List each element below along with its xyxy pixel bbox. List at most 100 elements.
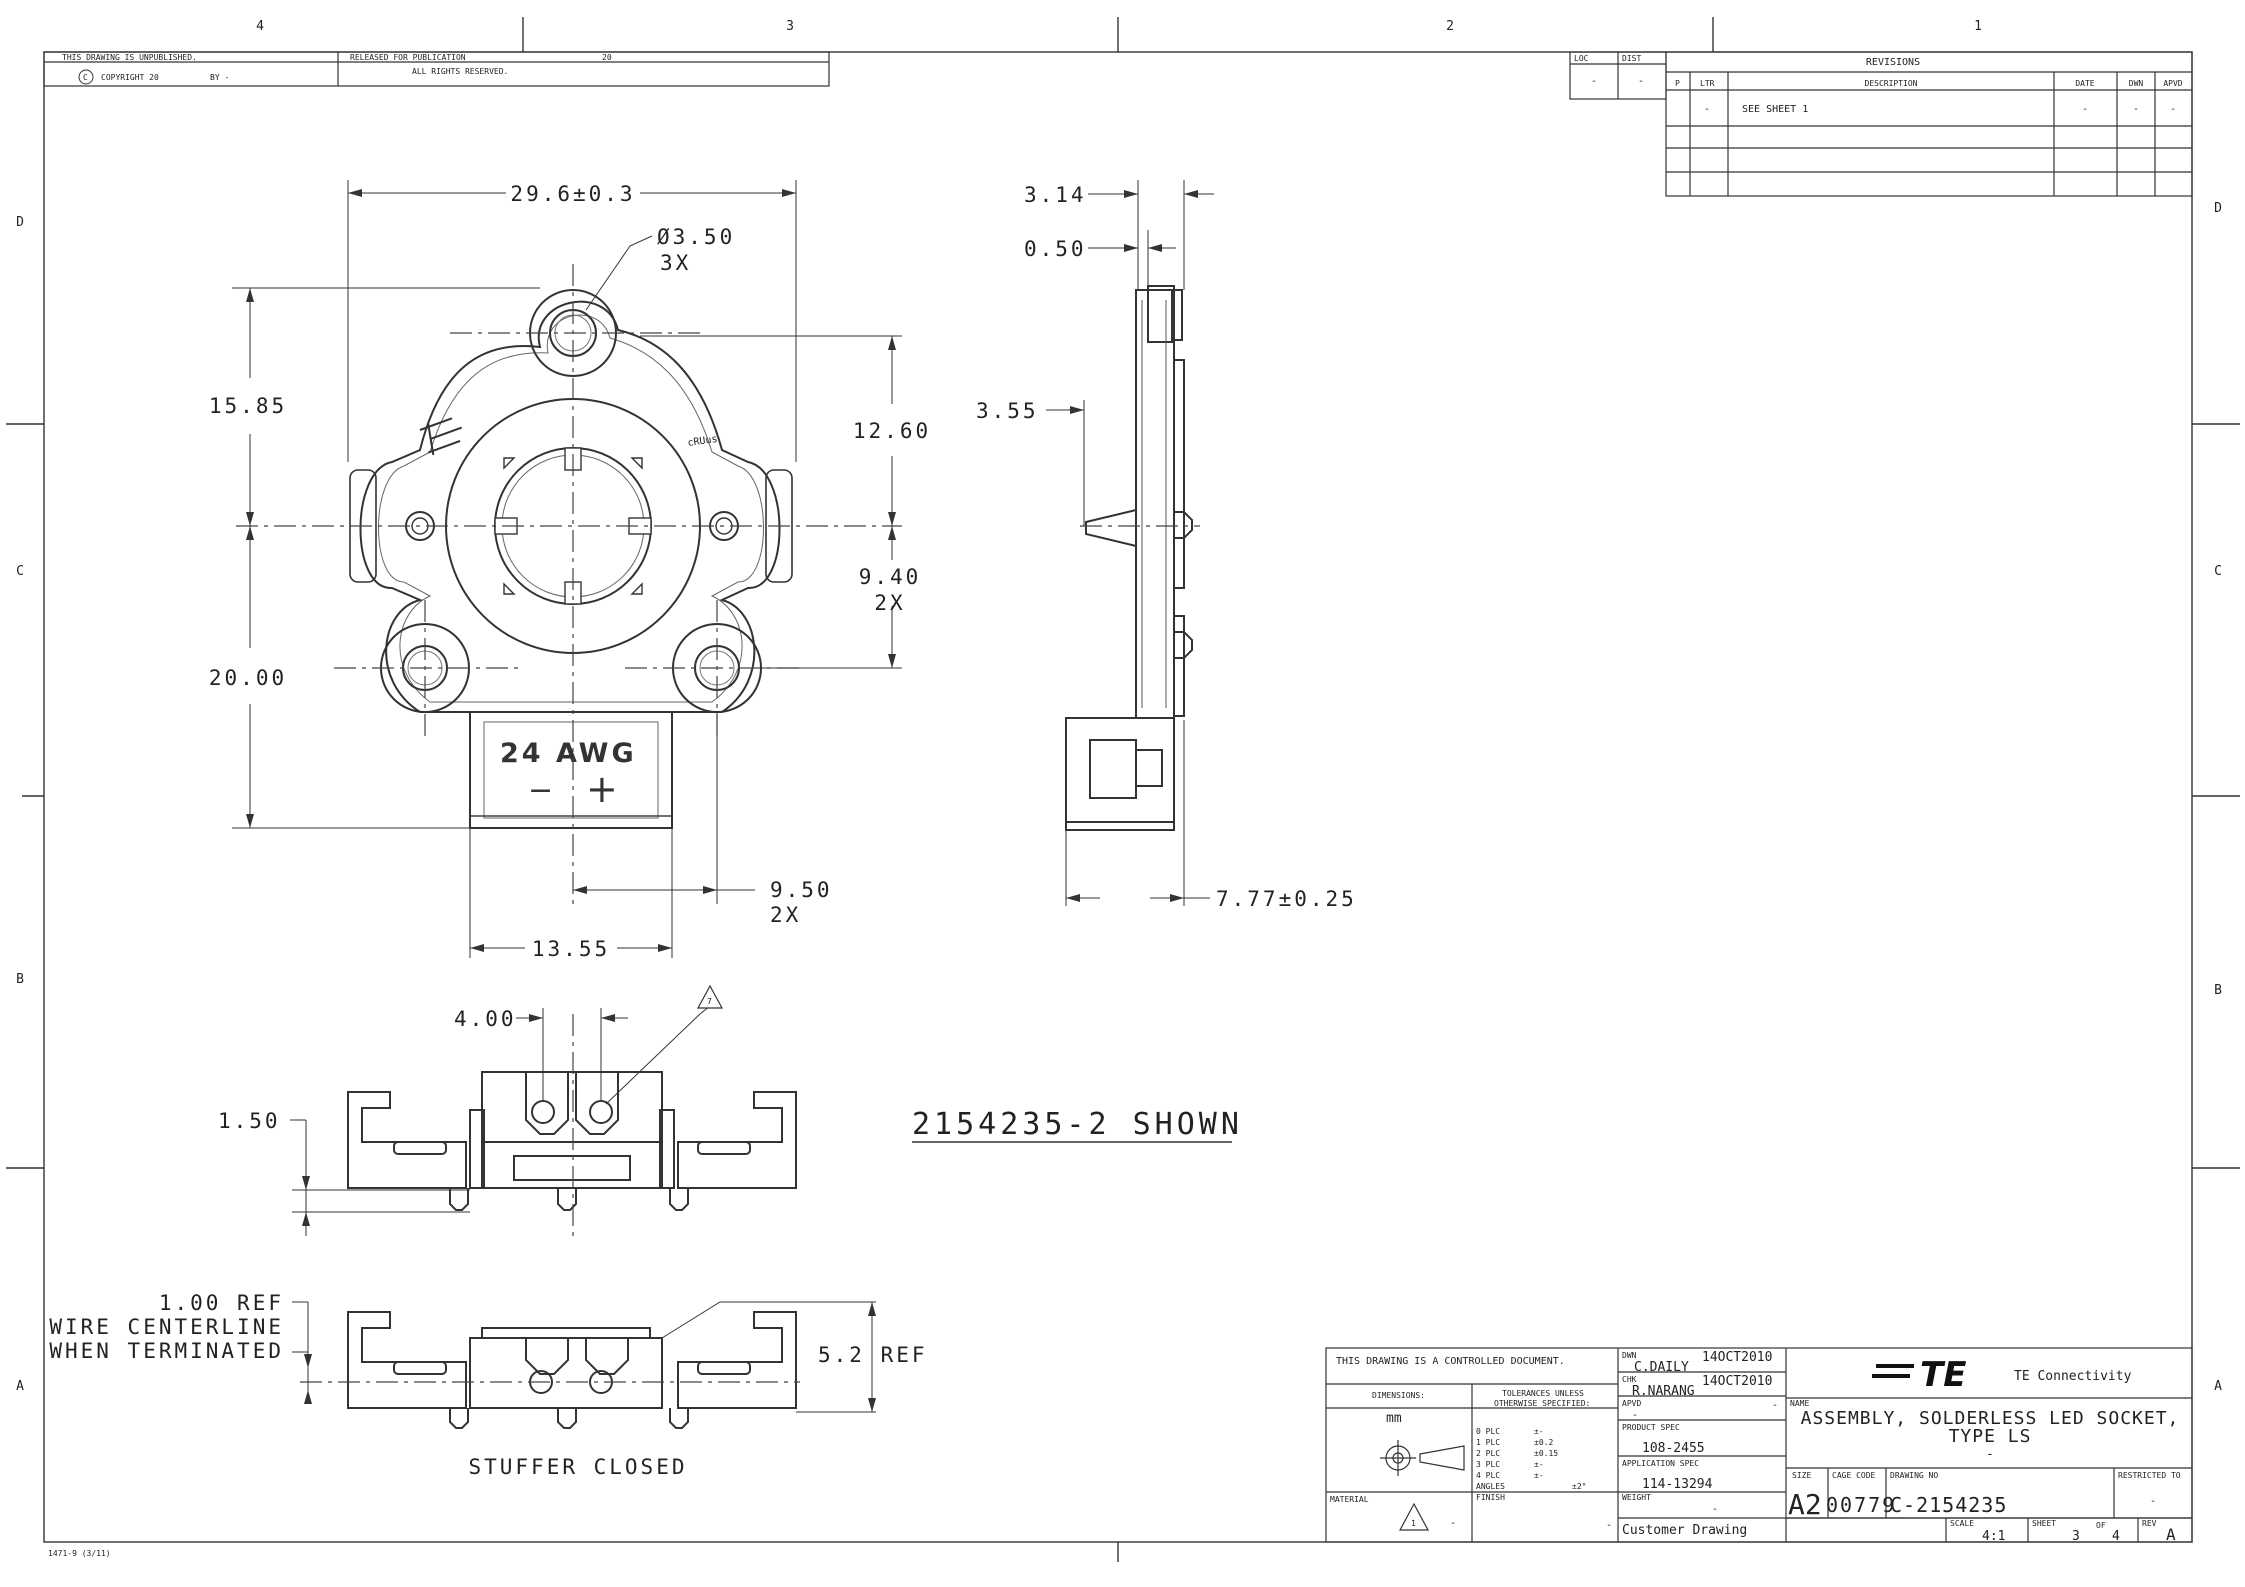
drawing-no-label: DRAWING NO: [1890, 1471, 1938, 1480]
rev-col-ltr: LTR: [1700, 79, 1715, 88]
rev-col-dwn: DWN: [2129, 79, 2144, 88]
part-name-line-3: -: [1986, 1447, 1994, 1462]
rev-value: A: [2166, 1525, 2178, 1544]
name-label: NAME: [1790, 1399, 1809, 1408]
dim-width-9-50-count: 2X: [770, 903, 801, 927]
dim-height-9-40: 9.40: [859, 565, 922, 589]
dim-height-15-85: 15.85: [209, 394, 287, 418]
te-company-logo: TE: [1920, 1355, 1966, 1395]
revisions-title: REVISIONS: [1866, 57, 1920, 68]
form-number: 1471-9 (3/11): [48, 1549, 111, 1558]
sheet-total: 4: [2112, 1529, 2120, 1544]
tolerance-title-1: TOLERANCES UNLESS: [1502, 1389, 1584, 1398]
size-label: SIZE: [1792, 1471, 1811, 1480]
socket-body-outline: [359, 300, 781, 721]
rev-row-desc: SEE SHEET 1: [1742, 104, 1808, 115]
material-value: -: [1450, 1518, 1456, 1529]
tol-0-val: ±-: [1534, 1427, 1544, 1436]
dim-width-13-55: 13.55: [532, 937, 610, 961]
rights-note: ALL RIGHTS RESERVED.: [412, 67, 508, 76]
stuffer-closed-caption: STUFFER CLOSED: [468, 1455, 687, 1479]
polarity-minus-label: −: [528, 773, 553, 808]
customer-drawing-note: Customer Drawing: [1622, 1523, 1747, 1538]
dim-hole-count: 3X: [660, 251, 691, 275]
zone-col-2: 2: [1446, 19, 1454, 34]
scale-value: 4:1: [1982, 1529, 2005, 1544]
wire-centerline-note-1: WIRE CENTERLINE: [49, 1315, 284, 1339]
zone-row-a-right: A: [2214, 1379, 2222, 1394]
third-angle-projection-symbol: [1380, 1440, 1465, 1476]
finish-value: -: [1606, 1520, 1612, 1531]
chk-name: R.NARANG: [1632, 1384, 1695, 1399]
rev-row-dwn: -: [2133, 104, 2139, 115]
dim-height-12-60: 12.60: [853, 419, 931, 443]
material-label: MATERIAL: [1330, 1495, 1369, 1504]
zone-row-a-left: A: [16, 1379, 24, 1394]
part-name-line-2: TYPE LS: [1949, 1426, 2032, 1447]
side-view: 3.14 0.50 3.55 7.77±0.25: [976, 180, 1357, 911]
polarity-plus-label: +: [586, 767, 618, 811]
weight-label: WEIGHT: [1622, 1493, 1651, 1502]
zone-row-c-right: C: [2214, 564, 2222, 579]
tol-3-plc: 3 PLC: [1476, 1460, 1500, 1469]
scale-label: SCALE: [1950, 1519, 1974, 1528]
rev-col-apvd: APVD: [2163, 79, 2182, 88]
tolerance-title-2: OTHERWISE SPECIFIED:: [1494, 1399, 1590, 1408]
zone-row-d-right: D: [2214, 201, 2222, 216]
te-logo-mark: [419, 417, 463, 456]
zone-row-b-right: B: [2214, 983, 2222, 998]
tol-4-val: ±-: [1534, 1471, 1544, 1480]
dim-side-7-77: 7.77±0.25: [1216, 887, 1357, 911]
part-shown-note: 2154235-2 SHOWN: [912, 1107, 1243, 1142]
dwn-name: C.DAILY: [1634, 1360, 1689, 1375]
copyright-symbol: [78, 69, 94, 85]
wire-gauge-label: 24 AWG: [500, 738, 637, 769]
zone-col-1: 1: [1974, 19, 1982, 34]
zone-row-d-left: D: [16, 215, 24, 230]
app-spec-label: APPLICATION SPEC: [1622, 1459, 1699, 1468]
dim-height-9-40-count: 2X: [874, 591, 905, 615]
header-block: THIS DRAWING IS UNPUBLISHED. RELEASED FO…: [43, 51, 830, 87]
copyright-by: BY -: [210, 73, 229, 82]
sheet-border: [6, 17, 2240, 1562]
rev-row-ltr: -: [1704, 104, 1710, 115]
apvd-date: -: [1772, 1400, 1778, 1411]
tol-2-val: ±0.15: [1534, 1449, 1558, 1458]
material-flag-number: 1: [1411, 1519, 1416, 1528]
te-logo-bars: [1872, 1364, 1914, 1378]
released-note: RELEASED FOR PUBLICATION: [350, 53, 466, 62]
front-view: cRUus 24 AWG − +: [209, 180, 931, 961]
finish-label: FINISH: [1476, 1493, 1505, 1502]
revisions-table: REVISIONS P LTR DESCRIPTION DATE DWN APV…: [1665, 51, 2193, 197]
angles-label: ANGLES: [1476, 1482, 1505, 1491]
part-name-line-1: ASSEMBLY, SOLDERLESS LED SOCKET,: [1801, 1408, 2180, 1429]
dim-overall-width: 29.6±0.3: [510, 182, 635, 206]
dim-side-3-55: 3.55: [976, 399, 1039, 423]
dist-label: DIST: [1622, 54, 1641, 63]
dim-bottom-1-50: 1.50: [218, 1109, 281, 1133]
sheet-number: 3: [2072, 1529, 2080, 1544]
rev-row-apvd: -: [2170, 104, 2176, 115]
loc-value: -: [1591, 76, 1597, 87]
cage-code: 00779: [1826, 1493, 1896, 1517]
rev-row-date: -: [2082, 104, 2088, 115]
size-value: A2: [1788, 1488, 1822, 1521]
dim-side-0-50: 0.50: [1024, 237, 1087, 261]
tol-3-val: ±-: [1534, 1460, 1544, 1469]
weight-value: -: [1712, 1504, 1718, 1515]
stuffer-closed-view: 1.00 REF WIRE CENTERLINE WHEN TERMINATED…: [49, 1291, 924, 1479]
drawing-number: C-2154235: [1890, 1493, 2007, 1517]
dwn-date: 14OCT2010: [1702, 1350, 1772, 1365]
apvd-name: -: [1632, 1410, 1638, 1421]
app-spec: 114-13294: [1642, 1477, 1713, 1492]
controlled-document-note: THIS DRAWING IS A CONTROLLED DOCUMENT.: [1336, 1356, 1565, 1367]
dimensions-label: DIMENSIONS:: [1372, 1391, 1425, 1400]
ul-certification-mark: cRUus: [687, 434, 718, 449]
wire-connector-housing: [469, 711, 673, 829]
tol-1-plc: 1 PLC: [1476, 1438, 1500, 1447]
rev-label: REV: [2142, 1519, 2157, 1528]
dim-width-9-50: 9.50: [770, 878, 833, 902]
dist-value: -: [1638, 76, 1644, 87]
cage-code-label: CAGE CODE: [1832, 1471, 1876, 1480]
